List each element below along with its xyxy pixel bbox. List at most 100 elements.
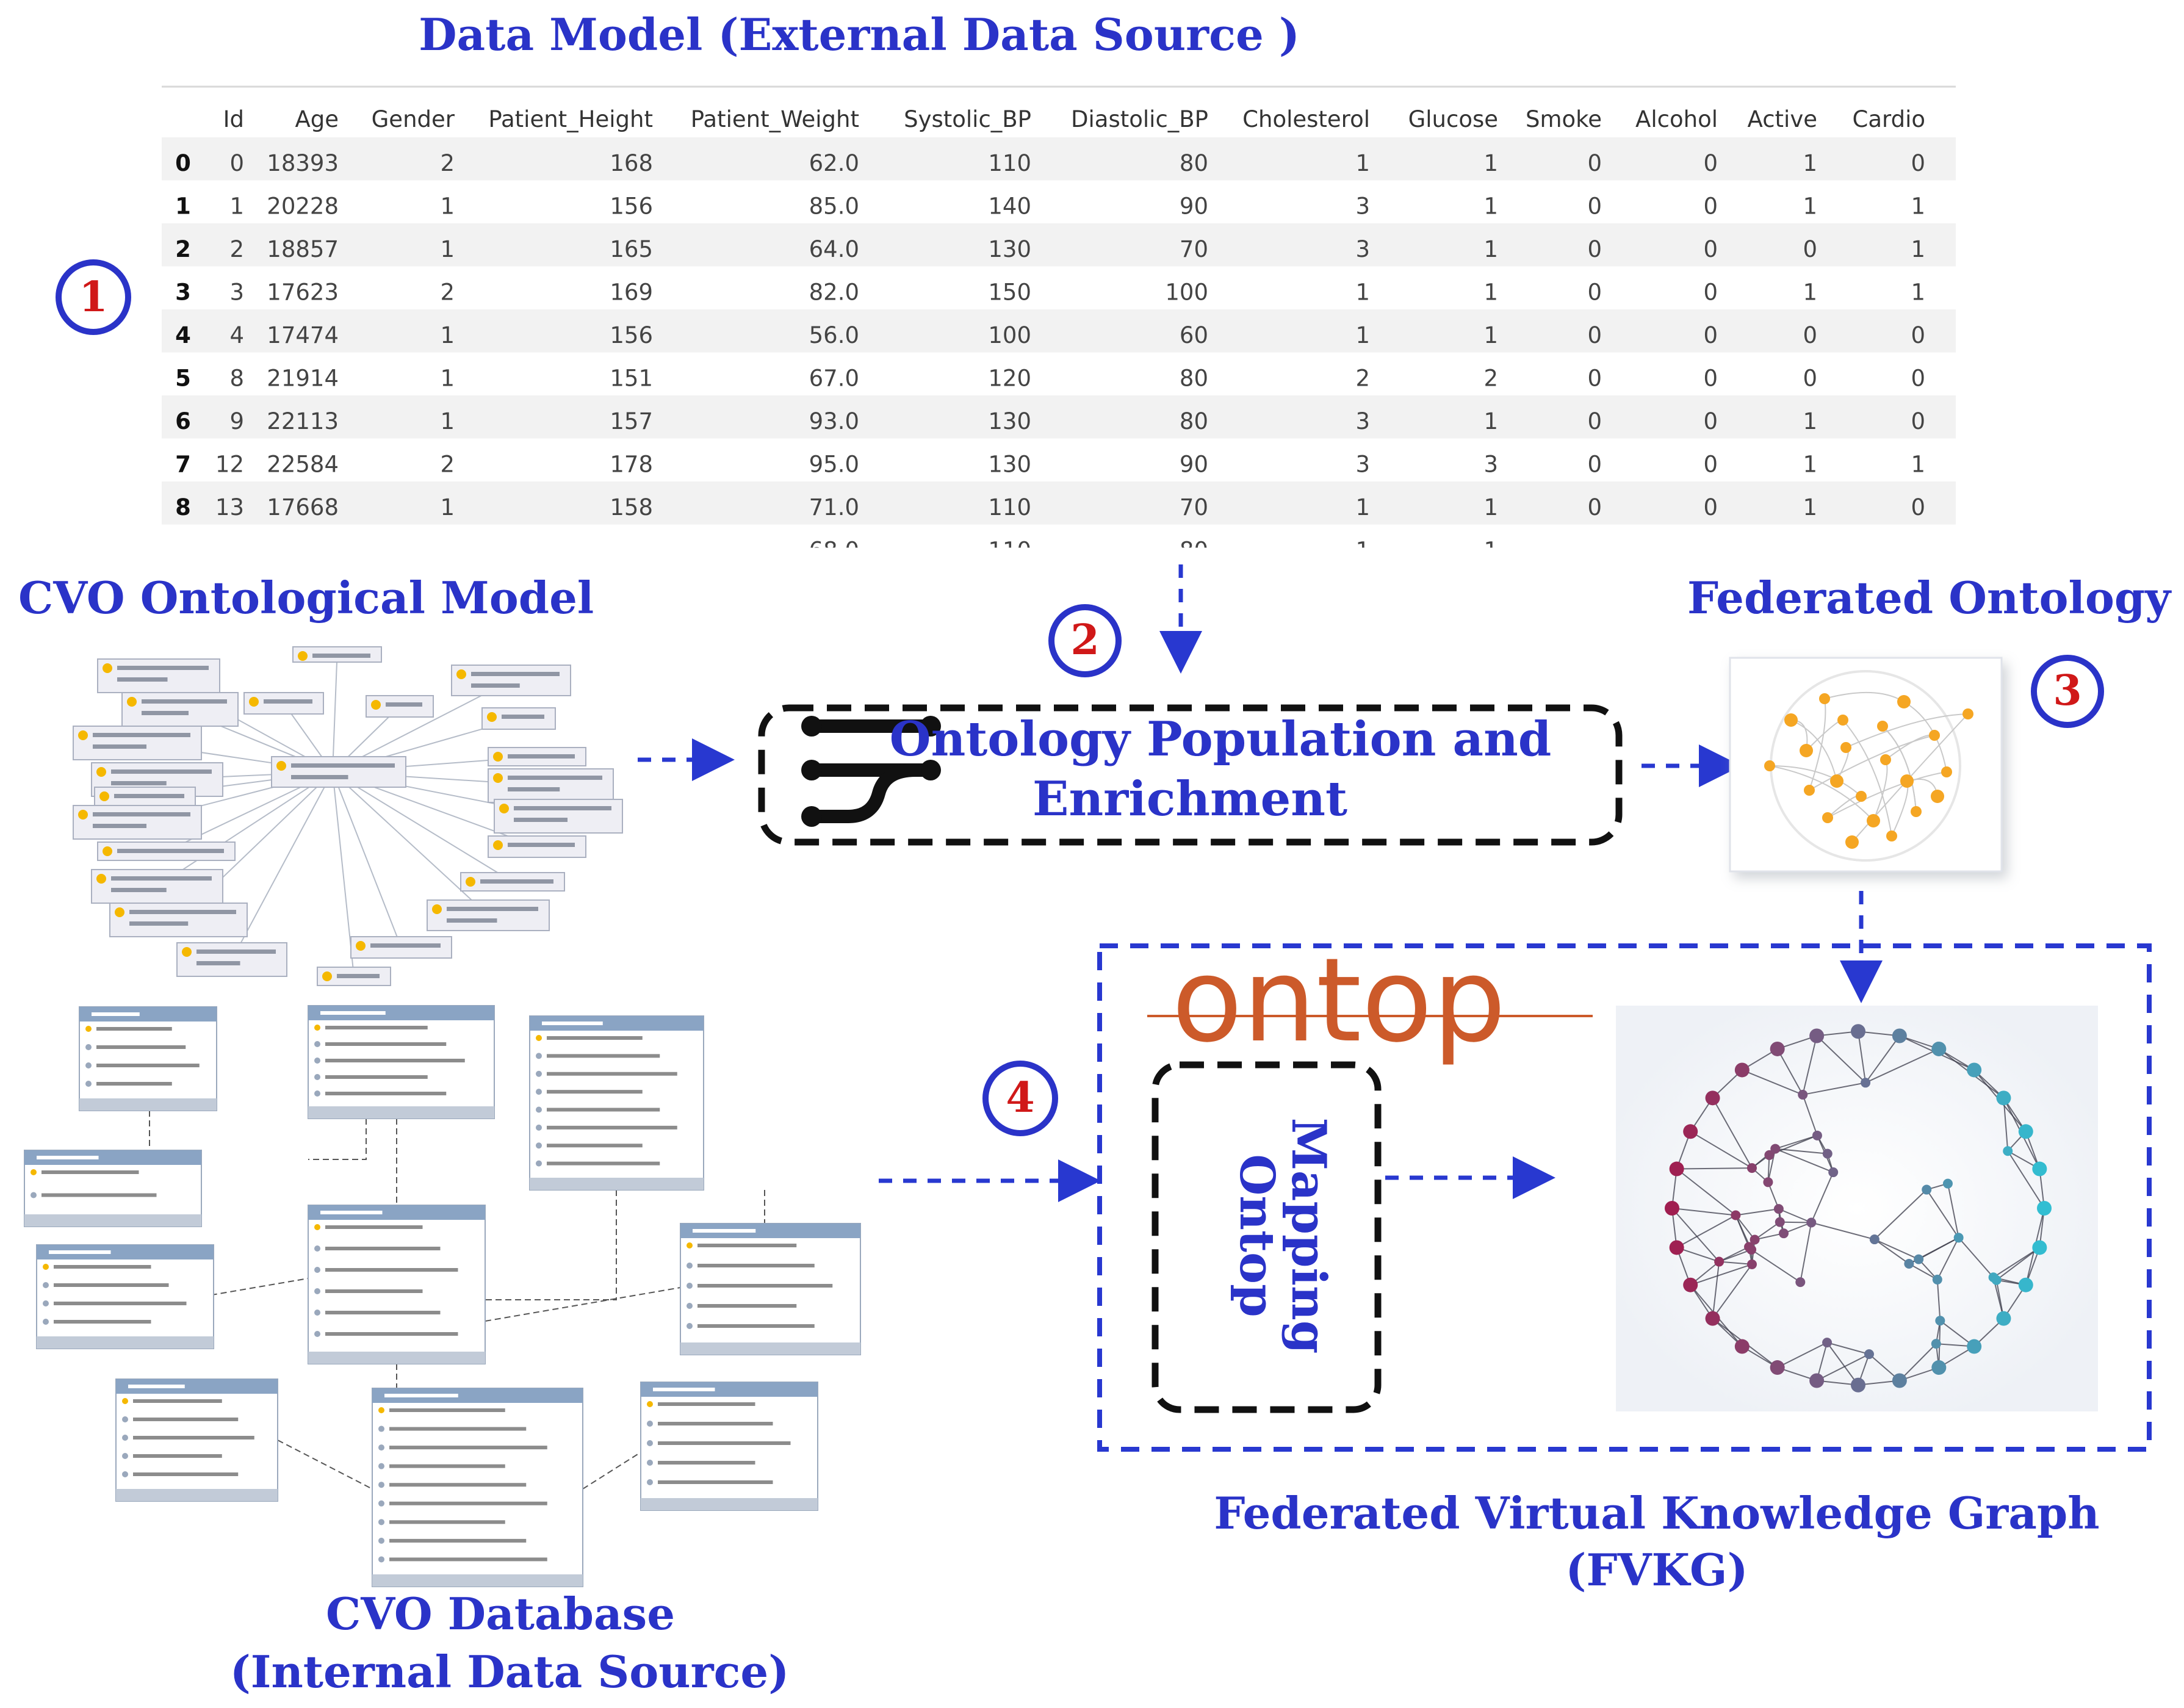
ontology-class-node bbox=[451, 665, 571, 696]
kg-node bbox=[1746, 1163, 1757, 1173]
er-column-placeholder bbox=[389, 1464, 505, 1468]
er-column-placeholder bbox=[96, 1082, 172, 1086]
class-label-placeholder bbox=[111, 781, 167, 785]
er-column-placeholder bbox=[325, 1075, 428, 1079]
kg-edge bbox=[1865, 1035, 1900, 1083]
class-icon bbox=[96, 874, 106, 884]
class-label-placeholder bbox=[114, 794, 184, 798]
table-cell: 17474 bbox=[267, 322, 339, 348]
er-column-icon bbox=[314, 1331, 320, 1337]
kg-edge bbox=[1742, 1069, 1803, 1095]
federated-node bbox=[1800, 744, 1813, 757]
table-cell: 56.0 bbox=[809, 322, 859, 348]
class-icon bbox=[182, 947, 192, 957]
er-column-icon bbox=[378, 1519, 384, 1526]
er-table-name-placeholder bbox=[653, 1388, 715, 1391]
er-table-footer bbox=[308, 1352, 485, 1364]
table-fade-edge bbox=[162, 547, 1956, 566]
kg-node bbox=[1705, 1090, 1720, 1106]
table-cell: 0 bbox=[1703, 150, 1718, 176]
class-label-placeholder bbox=[514, 806, 611, 810]
step-badge-4: 4 bbox=[982, 1061, 1058, 1136]
er-column-icon bbox=[378, 1500, 384, 1507]
kg-edge bbox=[1996, 1247, 2040, 1281]
er-column-icon bbox=[378, 1482, 384, 1488]
table-cell: 4 bbox=[229, 322, 244, 348]
kg-edge bbox=[1775, 1148, 1834, 1173]
class-icon bbox=[499, 804, 509, 813]
column-header: Age bbox=[295, 106, 339, 132]
class-label-placeholder bbox=[508, 787, 560, 791]
ontology-edge bbox=[332, 654, 338, 773]
circled-number-icon bbox=[2031, 655, 2104, 728]
kg-node bbox=[1996, 1311, 2011, 1326]
table-cell: 1 bbox=[1483, 408, 1498, 434]
table-cell: 0 bbox=[1803, 366, 1817, 392]
table-cell: 1 bbox=[1355, 494, 1370, 521]
step-badge-3: 3 bbox=[2031, 655, 2104, 728]
er-column-icon bbox=[314, 1267, 320, 1273]
kg-edge bbox=[1811, 1172, 1834, 1223]
kg-node bbox=[1869, 1234, 1879, 1245]
table-cell: 0 bbox=[1703, 322, 1718, 348]
kg-edge bbox=[1719, 1261, 1753, 1265]
er-column-placeholder bbox=[389, 1538, 527, 1543]
kg-edge bbox=[1676, 1214, 1736, 1249]
kg-edge bbox=[1947, 1183, 1959, 1238]
federated-edge bbox=[1842, 719, 1892, 837]
er-column-placeholder bbox=[547, 1161, 660, 1166]
table-cell: 8 bbox=[229, 366, 244, 392]
kg-node bbox=[1996, 1090, 2011, 1106]
table-cell: 2 bbox=[440, 150, 455, 176]
class-label-placeholder bbox=[508, 776, 602, 780]
er-column-placeholder bbox=[133, 1436, 254, 1440]
kg-edge bbox=[1754, 1221, 1781, 1241]
er-column-icon bbox=[122, 1453, 128, 1459]
table-cell: 150 bbox=[988, 279, 1031, 306]
er-column-icon bbox=[378, 1463, 384, 1469]
er-column-placeholder bbox=[325, 1042, 447, 1046]
er-column-placeholder bbox=[54, 1320, 151, 1324]
ontology-class-node bbox=[73, 805, 202, 840]
class-label-placeholder bbox=[471, 672, 560, 676]
table-cell: 130 bbox=[988, 452, 1031, 478]
er-column-icon bbox=[43, 1264, 49, 1270]
class-icon bbox=[249, 697, 259, 707]
knowledge-graph-sphere bbox=[1665, 1024, 2052, 1393]
ontology-class-node bbox=[427, 899, 550, 931]
table-cell: 67.0 bbox=[809, 366, 859, 392]
er-column-icon bbox=[378, 1537, 384, 1544]
er-table-name-placeholder bbox=[320, 1011, 386, 1015]
ontology-edge bbox=[156, 771, 333, 887]
kg-node bbox=[1669, 1161, 1684, 1177]
ontology-class-node bbox=[271, 756, 406, 788]
kg-edge bbox=[1816, 1353, 1870, 1382]
ontology-edge bbox=[332, 771, 513, 882]
kg-node bbox=[2018, 1124, 2033, 1139]
column-header: Diastolic_BP bbox=[1071, 106, 1208, 132]
class-icon bbox=[96, 767, 106, 777]
kg-node bbox=[1764, 1150, 1775, 1160]
kg-edge bbox=[1826, 1342, 1870, 1355]
er-column-placeholder bbox=[96, 1064, 200, 1067]
table-cell: 3 bbox=[1355, 193, 1370, 220]
er-column-placeholder bbox=[133, 1418, 239, 1421]
table-cell: 0 bbox=[1587, 322, 1602, 348]
kg-node bbox=[1665, 1201, 1679, 1216]
federated-node bbox=[1880, 754, 1891, 765]
class-label-placeholder bbox=[514, 818, 568, 822]
table-cell: 0 bbox=[1587, 452, 1602, 478]
kg-node bbox=[1904, 1259, 1914, 1269]
er-column-icon bbox=[314, 1074, 320, 1080]
table-cell: 0 bbox=[1587, 193, 1602, 220]
federated-node bbox=[1929, 730, 1940, 741]
er-table bbox=[640, 1382, 818, 1511]
kg-node bbox=[2037, 1201, 2052, 1216]
row-stripe bbox=[162, 395, 1956, 439]
kg-node bbox=[1669, 1240, 1684, 1255]
table-cell: 1 bbox=[1911, 193, 1925, 220]
table-cell: 1 bbox=[440, 322, 455, 348]
column-header: Cholesterol bbox=[1242, 106, 1370, 132]
column-header: Patient_Height bbox=[488, 106, 653, 132]
er-column-placeholder bbox=[658, 1461, 755, 1465]
